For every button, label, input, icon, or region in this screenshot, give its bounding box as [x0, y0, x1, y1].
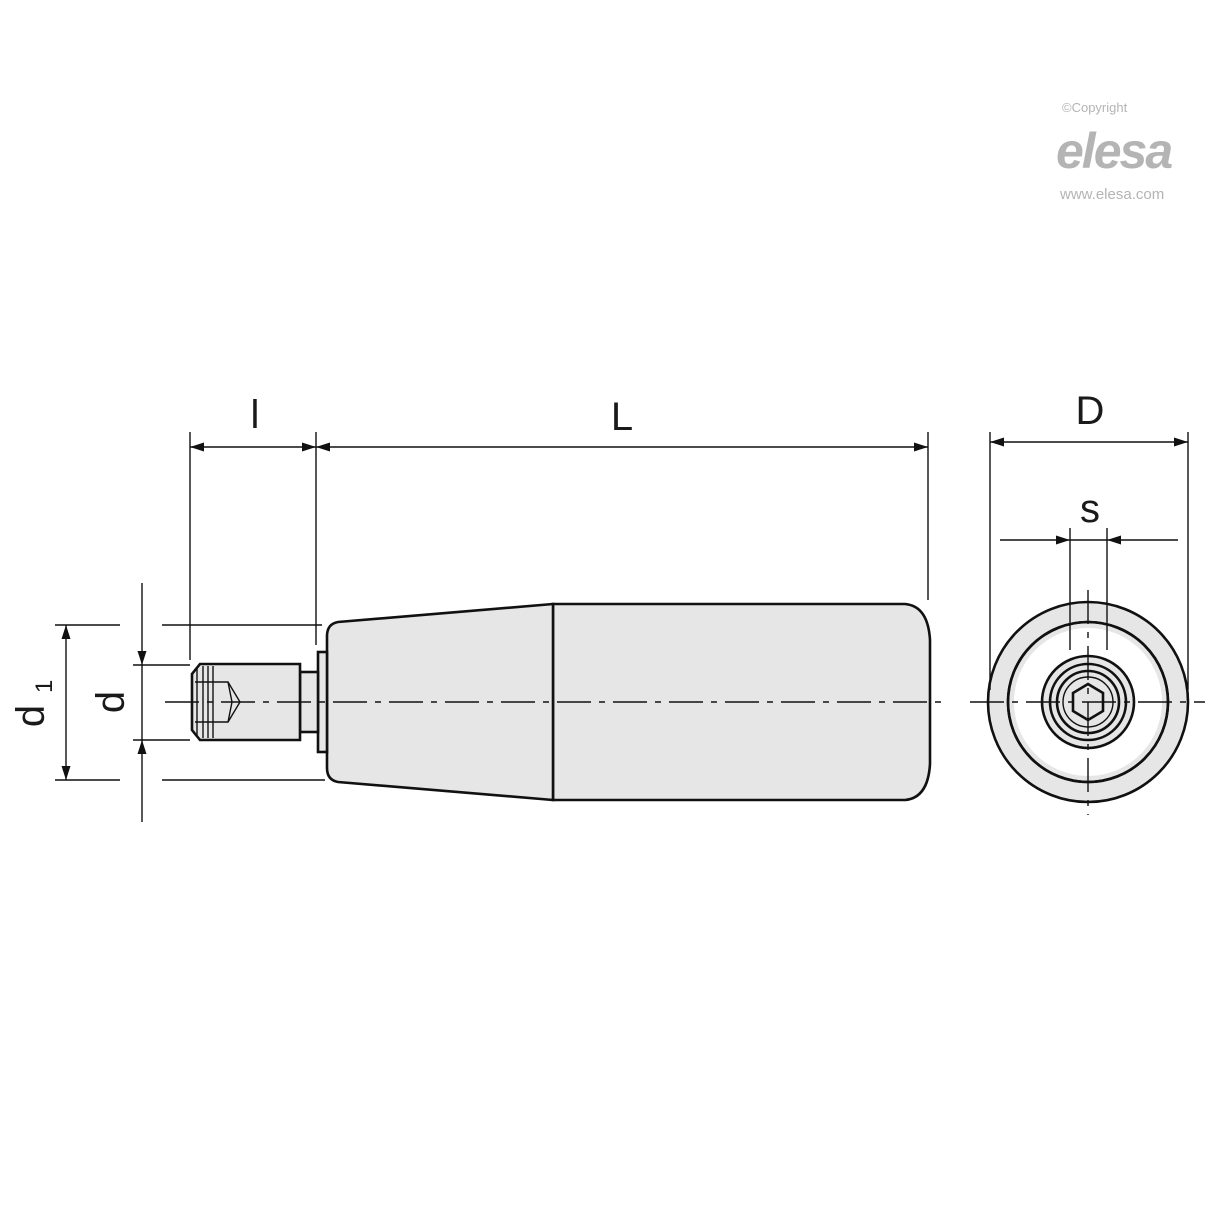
- handle-side-view: [165, 602, 945, 802]
- label-L: L: [611, 395, 633, 439]
- label-l: l: [251, 393, 260, 437]
- svg-text:d: d: [89, 691, 133, 713]
- website-text: www.elesa.com: [1059, 186, 1164, 203]
- elesa-watermark: ©Copyright elesa www.elesa.com: [1056, 100, 1174, 203]
- dimension-lines: [55, 432, 929, 822]
- brand-logo: elesa: [1056, 123, 1172, 179]
- label-s: s: [1080, 487, 1100, 531]
- handle-end-view: [970, 590, 1205, 815]
- label-d: d: [89, 691, 133, 713]
- svg-text:1: 1: [31, 680, 58, 693]
- label-D: D: [1076, 389, 1105, 433]
- handle-taper: [325, 602, 555, 802]
- svg-text:d: d: [9, 705, 53, 727]
- label-d1: d 1: [9, 680, 58, 727]
- end-view-dimensions: [989, 432, 1189, 690]
- copyright-text: ©Copyright: [1062, 100, 1128, 115]
